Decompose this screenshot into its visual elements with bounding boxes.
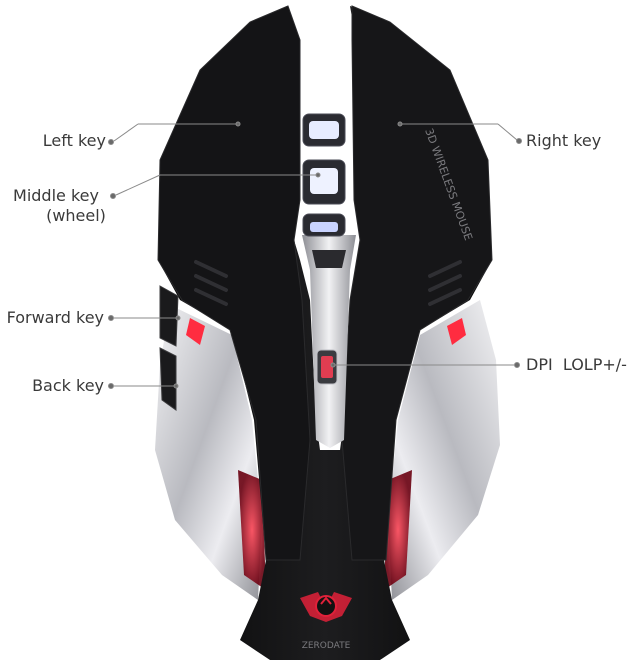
logo-text: ZERODATE xyxy=(302,641,351,651)
right-red-glow xyxy=(384,470,412,590)
back-key-label: Back key xyxy=(32,376,104,395)
left-key-shell xyxy=(157,5,311,561)
dpi-key-leader xyxy=(330,362,520,368)
forward-side-button xyxy=(159,285,179,347)
forward-key-label: Forward key xyxy=(6,308,104,327)
right-chrome-panel xyxy=(388,300,500,600)
right-key-leader xyxy=(397,121,522,144)
middle-key-leader xyxy=(110,172,321,199)
right-key-label: Right key xyxy=(526,131,602,150)
left-key-label: Left key xyxy=(42,131,106,150)
right-key-shell xyxy=(341,5,493,561)
middle-key-label-line1: Middle key xyxy=(13,186,99,205)
right-vents xyxy=(428,260,462,306)
left-red-glow xyxy=(238,470,266,590)
forward-key-leader xyxy=(108,315,181,321)
middle-key-label: Middle key (wheel) xyxy=(6,186,106,226)
center-chrome-strip xyxy=(302,235,356,448)
middle-key-label-line2: (wheel) xyxy=(46,206,106,225)
back-side-button xyxy=(159,347,177,411)
left-vents xyxy=(194,260,228,306)
dpi-key-label: DPI LOLP+/- xyxy=(526,355,627,374)
brand-logo: ZERODATE xyxy=(300,592,352,651)
left-chrome-panel xyxy=(155,305,262,600)
back-key-leader xyxy=(108,383,179,389)
left-key-leader xyxy=(108,121,241,145)
